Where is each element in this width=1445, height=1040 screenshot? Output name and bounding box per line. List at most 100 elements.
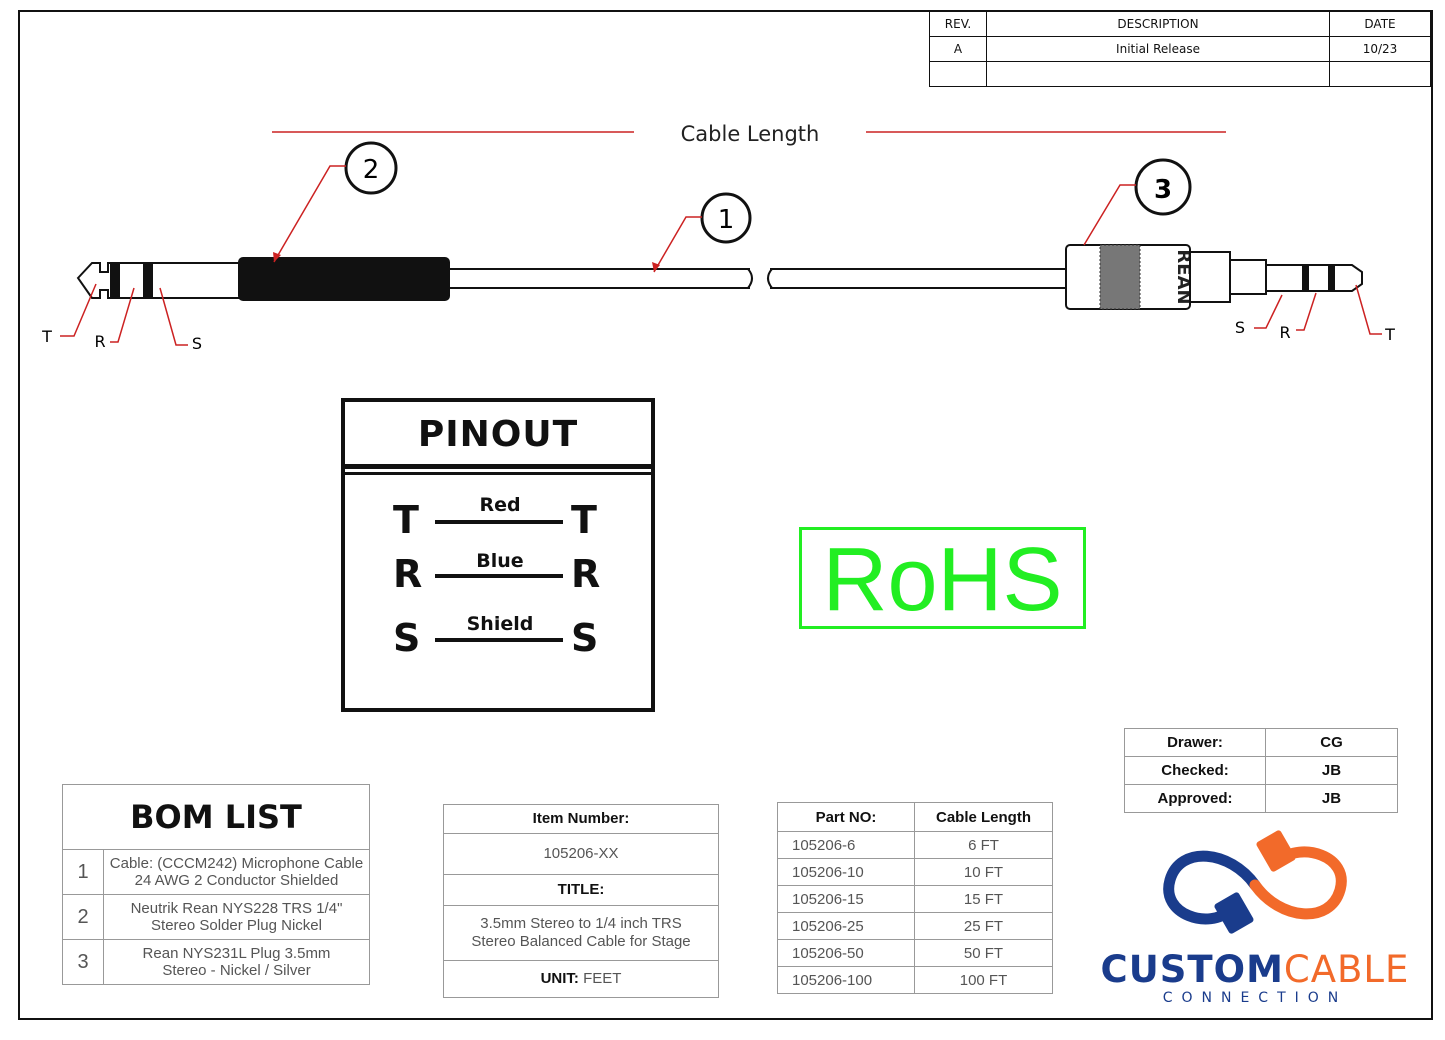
bom-num: 3	[62, 939, 104, 985]
pin-right-s: S	[571, 616, 599, 660]
wire-label-shield: Shield	[466, 613, 534, 635]
approved-value: JB	[1265, 784, 1398, 813]
date-cell-empty	[1329, 61, 1431, 87]
signoff-row: Approved:JB	[1124, 784, 1398, 813]
part-no-cell: 105206-15	[777, 885, 915, 913]
drawer-value: CG	[1265, 728, 1398, 757]
signoff-row: Checked:JB	[1124, 756, 1398, 785]
logo-wordmark: CUSTOMCABLE	[1088, 948, 1422, 991]
pinout-box: PINOUT T Red T R Blue R S Shield S	[341, 398, 655, 712]
title-line2: Stereo Balanced Cable for Stage	[471, 933, 691, 950]
rev-header: REV.	[929, 11, 987, 37]
part-no-cell: 105206-25	[777, 912, 915, 940]
callout-1: 1	[652, 192, 752, 273]
bom-table: BOM LIST 1 Cable: (CCCM242) Microphone C…	[62, 784, 370, 985]
pinout-title: PINOUT	[345, 402, 651, 469]
part-no-cell: 105206-100	[777, 966, 915, 994]
logo-word-cable: CABLE	[1283, 948, 1410, 991]
date-header: DATE	[1329, 11, 1431, 37]
signoff-table: Drawer:CG Checked:JB Approved:JB	[1124, 728, 1398, 813]
description-cell-empty	[986, 61, 1330, 87]
bom-num: 2	[62, 894, 104, 940]
pin-left-t: T	[393, 498, 419, 542]
length-cell: 10 FT	[914, 858, 1053, 886]
part-no-cell: 105206-50	[777, 939, 915, 967]
bom-desc-line2: Stereo - Nickel / Silver	[162, 962, 311, 979]
right-tag-s: S	[1235, 318, 1245, 337]
unit-cell: UNIT: FEET	[443, 960, 719, 998]
left-tag-r: R	[94, 332, 105, 351]
wire-line-red	[435, 520, 563, 524]
description-cell: Initial Release	[986, 36, 1330, 62]
bom-desc-line2: Stereo Solder Plug Nickel	[151, 917, 322, 934]
callout-3: 3	[1083, 158, 1192, 246]
part-no-header: Part NO:	[777, 802, 915, 832]
logo-word-custom: CUSTOM	[1100, 948, 1284, 991]
pin-left-r: R	[393, 552, 423, 596]
cable-length-header: Cable Length	[914, 802, 1053, 832]
item-number-value: 105206-XX	[443, 833, 719, 875]
infinity-cable-logo-icon	[1163, 830, 1347, 934]
rohs-mark: RoHS	[799, 527, 1086, 630]
cable-length-label: Cable Length	[681, 122, 820, 146]
description-header: DESCRIPTION	[986, 11, 1330, 37]
bom-num: 1	[62, 849, 104, 895]
bom-desc-line2: 24 AWG 2 Conductor Shielded	[134, 872, 339, 889]
bom-desc-line1: Cable: (CCCM242) Microphone Cable	[109, 855, 364, 872]
svg-text:1: 1	[718, 205, 735, 235]
item-number-label: Item Number:	[443, 804, 719, 834]
part-no-cell: 105206-10	[777, 858, 915, 886]
pin-right-t: T	[571, 498, 597, 542]
revision-table: REV. DESCRIPTION DATE A Initial Release …	[929, 11, 1431, 87]
part-no-cell: 105206-6	[777, 831, 915, 859]
title-label: TITLE:	[443, 874, 719, 906]
rev-cell: A	[929, 36, 987, 62]
cable-drawing: Cable Length REAN	[41, 122, 1395, 353]
signoff-row: Drawer:CG	[1124, 728, 1398, 757]
rean-brand-text: REAN	[1173, 249, 1194, 304]
quarter-inch-plug	[76, 257, 450, 301]
drawer-label: Drawer:	[1124, 728, 1266, 757]
logo-subtitle: CONNECTION	[1162, 990, 1348, 1006]
svg-text:2: 2	[363, 155, 380, 185]
title-line1: 3.5mm Stereo to 1/4 inch TRS	[480, 915, 682, 932]
pin-left-s: S	[393, 616, 421, 660]
svg-text:3: 3	[1154, 175, 1172, 205]
length-cell: 6 FT	[914, 831, 1053, 859]
checked-label: Checked:	[1124, 756, 1266, 785]
approved-label: Approved:	[1124, 784, 1266, 813]
right-tag-r: R	[1279, 323, 1290, 342]
bom-desc-line1: Neutrik Rean NYS228 TRS 1/4"	[130, 900, 343, 917]
length-cell: 15 FT	[914, 885, 1053, 913]
pinout-divider	[345, 472, 651, 475]
pin-right-r: R	[571, 552, 601, 596]
bom-desc-line1: Rean NYS231L Plug 3.5mm	[142, 945, 331, 962]
length-cell: 100 FT	[914, 966, 1053, 994]
left-tag-t: T	[41, 327, 52, 346]
title-block: Item Number: 105206-XX TITLE: 3.5mm Ster…	[443, 804, 719, 998]
right-tag-t: T	[1384, 325, 1395, 344]
left-plug-tags: T R S	[41, 283, 202, 353]
bom-row: 2 Neutrik Rean NYS228 TRS 1/4"Stereo Sol…	[62, 894, 370, 940]
bom-title: BOM LIST	[62, 784, 370, 850]
length-cell: 25 FT	[914, 912, 1053, 940]
wire-label-red: Red	[479, 494, 521, 516]
checked-value: JB	[1265, 756, 1398, 785]
right-plug-tags: S R T	[1235, 284, 1395, 344]
wire-label-blue: Blue	[476, 550, 524, 572]
date-cell: 10/23	[1329, 36, 1431, 62]
